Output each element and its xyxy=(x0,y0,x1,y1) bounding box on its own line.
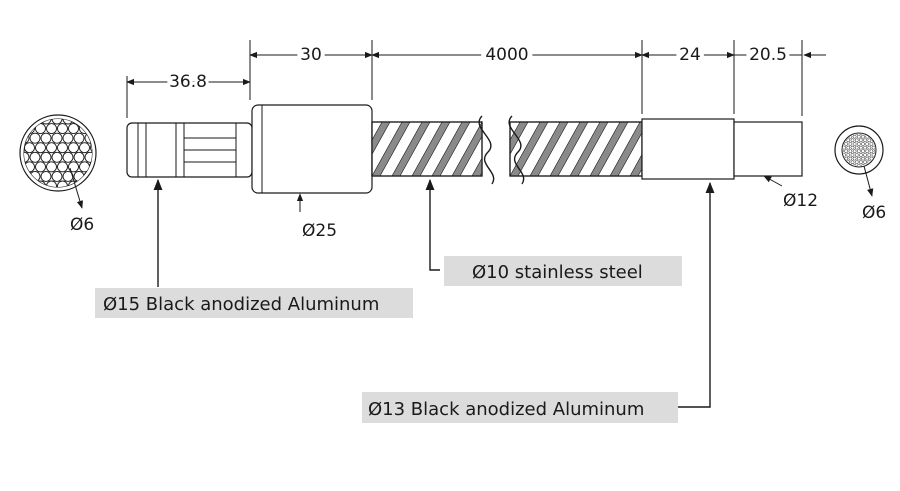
left-handle xyxy=(126,122,253,178)
shaft-callout: Ø10 stainless steel xyxy=(472,262,643,283)
collar-diameter-label: Ø25 xyxy=(302,221,337,241)
dimension-text: 4000 xyxy=(485,45,528,65)
left-handle-callout-box xyxy=(95,288,413,318)
dimension-text: 24 xyxy=(679,45,701,65)
right-section-leader xyxy=(678,181,715,408)
dimension-text: 36.8 xyxy=(169,72,207,92)
collar xyxy=(251,104,373,194)
right-section xyxy=(641,118,735,180)
left-end-leader xyxy=(69,167,83,209)
shaft-callout-box xyxy=(444,256,682,286)
right-tip-diameter-label: Ø12 xyxy=(783,191,818,211)
dimension-text: 20.5 xyxy=(749,45,787,65)
shaft-leader xyxy=(425,178,440,271)
shaft xyxy=(371,115,643,185)
right-section-callout: Ø13 Black anodized Aluminum xyxy=(368,399,644,420)
dimension-text: 30 xyxy=(300,45,322,65)
right-end-leader xyxy=(863,165,874,197)
left-end-view xyxy=(19,114,97,192)
left-end-diameter-label: Ø6 xyxy=(70,215,94,235)
right-tip xyxy=(733,121,803,177)
left-handle-callout: Ø15 Black anodized Aluminum xyxy=(103,294,379,315)
right-tip-leader xyxy=(763,175,783,187)
right-end-diameter-label: Ø6 xyxy=(862,203,886,223)
right-end-view xyxy=(834,125,884,175)
right-section-callout-box xyxy=(362,392,678,423)
